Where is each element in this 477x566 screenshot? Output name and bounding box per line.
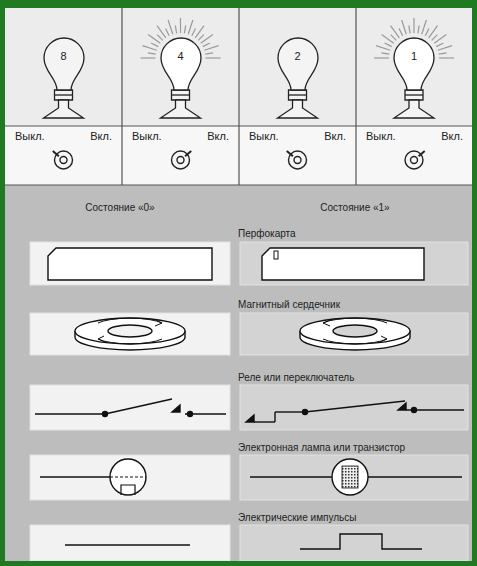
bulb-stand	[44, 100, 84, 118]
glow-ray	[409, 25, 410, 33]
switch-on-label: Вкл.	[324, 130, 346, 142]
row-title: Электронная лампа или транзистор	[238, 442, 405, 454]
glow-ray	[418, 25, 419, 33]
switch-on-label: Вкл.	[441, 130, 463, 142]
glow-ray	[206, 57, 221, 58]
bit-weight: 2	[276, 36, 320, 62]
bulb-stand	[394, 100, 434, 118]
bulb-stand	[161, 100, 201, 118]
glow-ray	[198, 35, 204, 41]
bulb-socket	[172, 90, 190, 100]
glow-ray	[390, 26, 399, 38]
glow-ray	[157, 26, 166, 38]
bulb-globe	[392, 36, 436, 92]
bit-weight: 4	[159, 36, 203, 62]
glow-ray	[180, 18, 181, 33]
bit-weight: 1	[392, 36, 436, 62]
glow-ray	[157, 35, 163, 41]
glow-ray	[425, 29, 429, 36]
glow-ray	[166, 29, 170, 36]
glow-ray	[151, 43, 158, 47]
glow-ray	[205, 53, 213, 54]
state-heading: Состояние «1»	[320, 202, 389, 214]
glow-ray	[184, 25, 185, 33]
glow-ray	[385, 43, 392, 47]
glow-ray	[422, 20, 427, 34]
glow-ray	[439, 57, 454, 58]
row-title: Реле или переключатель	[238, 372, 354, 384]
glow-ray	[381, 53, 389, 54]
glow-ray	[168, 20, 173, 34]
glow-ray	[402, 20, 407, 34]
glow-ray	[436, 43, 443, 47]
bulb-socket	[289, 90, 307, 100]
bulb-globe	[159, 36, 203, 92]
switch-off-label: Выкл.	[249, 130, 279, 142]
glow-ray	[188, 20, 193, 34]
glow-ray	[374, 57, 389, 58]
bulb-globe	[42, 36, 86, 92]
bulb-globe	[276, 36, 320, 92]
glow-ray	[413, 18, 414, 33]
glow-ray	[175, 25, 176, 33]
switch-off-label: Выкл.	[15, 130, 45, 142]
light-bulb: 1	[392, 36, 436, 92]
glow-ray	[142, 46, 156, 51]
bulb-socket	[55, 90, 73, 100]
switch-off-label: Выкл.	[366, 130, 396, 142]
glow-ray	[434, 34, 446, 43]
glow-ray	[391, 35, 397, 41]
light-bulb: 8	[42, 36, 86, 92]
bulb-stand	[278, 100, 318, 118]
switch-off-label: Выкл.	[132, 130, 162, 142]
glow-ray	[399, 29, 403, 36]
switch-on-label: Вкл.	[90, 130, 112, 142]
bit-weight: 8	[42, 36, 86, 62]
glow-ray	[204, 46, 218, 51]
row-title: Магнитный сердечник	[238, 299, 340, 311]
glow-ray	[148, 53, 156, 54]
glow-ray	[203, 43, 210, 47]
row-title: Перфокарта	[238, 228, 296, 240]
glow-ray	[192, 29, 196, 36]
row-title: Электрические импульсы	[238, 512, 356, 524]
state-heading: Состояние «0»	[85, 202, 154, 214]
glow-ray	[141, 57, 156, 58]
light-bulb: 4	[159, 36, 203, 92]
glow-ray	[201, 34, 213, 43]
glow-ray	[439, 53, 447, 54]
glow-ray	[376, 46, 390, 51]
switch-on-label: Вкл.	[207, 130, 229, 142]
glow-ray	[438, 46, 452, 51]
light-bulb: 2	[276, 36, 320, 92]
glow-ray	[432, 35, 438, 41]
bulb-socket	[405, 90, 423, 100]
